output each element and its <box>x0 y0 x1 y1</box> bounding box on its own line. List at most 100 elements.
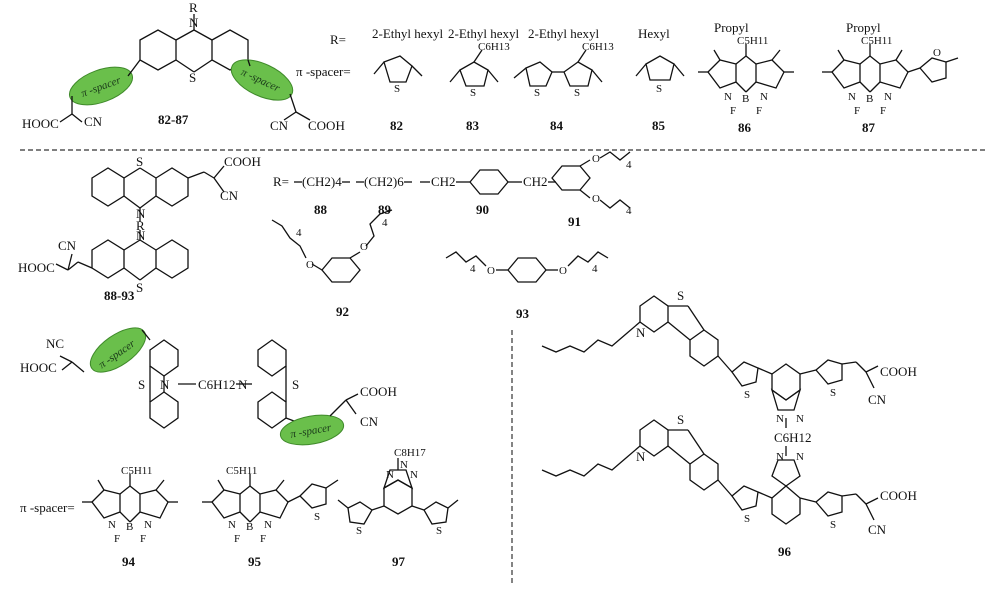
atom-n: N <box>386 469 394 481</box>
pi-spacer-equals-label: π -spacer= <box>296 64 351 79</box>
compound-number: 84 <box>550 118 564 133</box>
atom-s: S <box>292 377 299 392</box>
compound-number: 90 <box>476 202 489 217</box>
alkyl-label: C6H13 <box>478 41 510 53</box>
atom-o: O <box>487 265 495 277</box>
pi-spacer-oval-right <box>230 59 294 101</box>
bis-phenothiazine-88-93 <box>55 165 225 281</box>
linker-88: (CH2)4 <box>302 174 342 189</box>
atom-n: N <box>160 377 170 392</box>
atom-s: S <box>356 525 362 537</box>
atom-o: O <box>559 265 567 277</box>
alkyl-label: C5H11 <box>121 465 152 477</box>
cn-label: CN <box>868 392 887 407</box>
compound-number: 95 <box>248 554 262 569</box>
cn-label: CN <box>270 118 289 133</box>
repeat-count: 4 <box>626 205 632 217</box>
atom-f: F <box>234 533 240 545</box>
atom-f: F <box>730 105 736 117</box>
cn-label: CN <box>58 238 77 253</box>
atom-n: N <box>189 15 199 30</box>
cooh-label: COOH <box>880 364 917 379</box>
atom-n: N <box>636 325 646 340</box>
atom-n: N <box>144 519 152 531</box>
compound-number: 96 <box>778 544 792 559</box>
atom-s: S <box>138 377 145 392</box>
atom-s: S <box>136 280 143 295</box>
atom-n: N <box>776 413 784 425</box>
atom-f: F <box>140 533 146 545</box>
atom-s: S <box>677 412 684 427</box>
hooc-label: HOOC <box>22 116 59 131</box>
benzotriazole-thiophene-97 <box>337 458 459 525</box>
bodipy-94 <box>82 474 178 523</box>
alkyl-label: C6H13 <box>582 41 614 53</box>
r-equals-label: R= <box>273 174 289 189</box>
cn-label: CN <box>220 188 239 203</box>
xylylene-90 <box>420 169 556 195</box>
hooc-label: HOOC <box>20 360 57 375</box>
atom-s: S <box>314 511 320 523</box>
atom-f: F <box>854 105 860 117</box>
bodipy-86 <box>698 44 794 93</box>
atom-s: S <box>136 154 143 169</box>
atom-s: S <box>534 87 540 99</box>
cooh-label: COOH <box>880 488 917 503</box>
atom-s: S <box>189 70 196 85</box>
cooh-label: COOH <box>360 384 397 399</box>
cooh-label: COOH <box>224 154 261 169</box>
linker-89: (CH2)6 <box>364 174 404 189</box>
compound-number: 88 <box>314 202 328 217</box>
repeat-count: 4 <box>296 227 302 239</box>
ch2-label: CH2 <box>431 174 456 189</box>
compound-number: 82 <box>390 118 403 133</box>
atom-s: S <box>436 525 442 537</box>
r-substituent-85: Hexyl <box>638 26 670 41</box>
atom-s: S <box>830 387 836 399</box>
compound-number: 83 <box>466 118 480 133</box>
atom-s: S <box>830 519 836 531</box>
atom-s: S <box>470 87 476 99</box>
atom-s: S <box>677 288 684 303</box>
compound-number: 88-93 <box>104 288 135 303</box>
cn-label: CN <box>868 522 887 537</box>
atom-n: N <box>136 228 146 243</box>
atom-n: N <box>136 206 146 221</box>
r-substituent-86: Propyl <box>714 20 749 35</box>
resorcinol-ether-92 <box>271 209 393 283</box>
bodipy-thiophene-95 <box>202 474 339 523</box>
hydroquinone-ether-93 <box>445 251 609 283</box>
compound-number: 91 <box>568 214 581 229</box>
atom-n: N <box>796 451 804 463</box>
atom-o: O <box>592 193 600 205</box>
atom-n: N <box>776 451 784 463</box>
atom-o: O <box>933 47 941 59</box>
repeat-count: 4 <box>382 217 388 229</box>
compound-number: 92 <box>336 304 349 319</box>
r-substituent-82: 2-Ethyl hexyl <box>372 26 444 41</box>
compound-number: 85 <box>652 118 666 133</box>
atom-o: O <box>592 153 600 165</box>
atom-n: N <box>238 377 248 392</box>
catechol-ether-91 <box>551 151 631 209</box>
thiophene-85 <box>635 55 685 81</box>
cooh-label: COOH <box>308 118 345 133</box>
pi-spacer-oval-left <box>69 66 133 106</box>
atom-f: F <box>114 533 120 545</box>
ch2-label: CH2 <box>523 174 548 189</box>
bithiophene-84 <box>513 49 603 87</box>
c6h12-bridged-dimer <box>59 327 359 446</box>
thiophene-83 <box>449 49 499 87</box>
atom-b: B <box>866 93 873 105</box>
compound-number: 93 <box>516 306 530 321</box>
dye-96 <box>541 295 879 525</box>
atom-s: S <box>744 513 750 525</box>
r-substituent-87: Propyl <box>846 20 881 35</box>
atom-s: S <box>394 83 400 95</box>
atom-s: S <box>744 389 750 401</box>
atom-n: N <box>724 91 732 103</box>
cn-label: CN <box>360 414 379 429</box>
thiophene-82 <box>373 55 423 83</box>
